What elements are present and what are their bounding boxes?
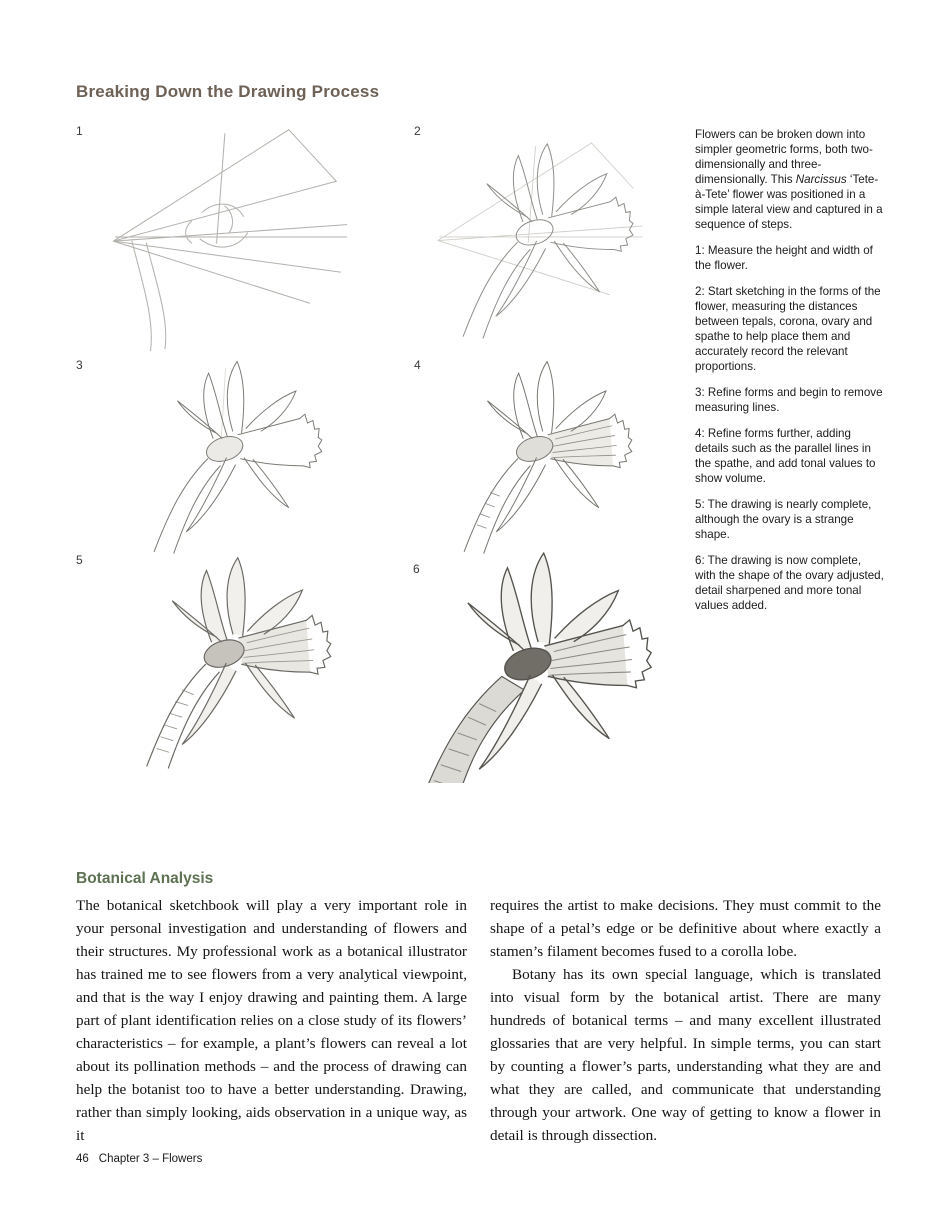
body-text-left-column: The botanical sketchbook will play a ver… bbox=[76, 894, 467, 1147]
caption-intro: Flowers can be broken down into simpler … bbox=[695, 127, 884, 232]
body-text-columns: The botanical sketchbook will play a ver… bbox=[76, 894, 881, 1147]
narcissus-refined-sketch-3 bbox=[153, 360, 323, 554]
caption-species-name: Narcissus bbox=[795, 173, 847, 186]
narcissus-final-sketch-6 bbox=[428, 551, 653, 783]
chapter-label: Chapter 3 – Flowers bbox=[98, 1153, 203, 1165]
page-number: 46 bbox=[76, 1153, 89, 1165]
figure-number-1: 1 bbox=[76, 124, 83, 138]
caption-step-6: 6: The drawing is now complete, with the… bbox=[695, 554, 884, 612]
caption-step-5: 5: The drawing is nearly complete, altho… bbox=[695, 498, 872, 541]
botanical-analysis-section: Botanical Analysis The botanical sketchb… bbox=[76, 870, 881, 1147]
caption-step-4: 4: Refine forms further, adding details … bbox=[695, 427, 876, 485]
sketch-step-2: 2 bbox=[400, 116, 680, 356]
sketch-step-5: 5 bbox=[70, 545, 390, 770]
narcissus-shaded-sketch-5 bbox=[146, 556, 332, 769]
narcissus-construction-sketch-1 bbox=[112, 129, 348, 352]
caption-intro-part2: ‘Tete-à-Tete’ flower was positioned in a… bbox=[695, 173, 883, 231]
body-paragraph: Botany has its own special language, whi… bbox=[490, 966, 881, 1144]
figure-number-4: 4 bbox=[414, 358, 421, 372]
figure-caption-column: Flowers can be broken down into simpler … bbox=[695, 127, 884, 624]
narcissus-toned-sketch-4 bbox=[463, 360, 633, 554]
sketch-step-1: 1 bbox=[70, 116, 390, 356]
sketch-step-6: 6 bbox=[375, 528, 680, 783]
figure-number-6: 6 bbox=[413, 562, 420, 576]
narcissus-construction-sketch-2 bbox=[437, 142, 643, 339]
body-text-right-column: requires the artist to make decisions. T… bbox=[490, 894, 881, 1147]
figure-number-2: 2 bbox=[414, 124, 421, 138]
caption-step-1: 1: Measure the height and width of the f… bbox=[695, 244, 873, 272]
caption-step-2: 2: Start sketching in the forms of the f… bbox=[695, 285, 881, 373]
figure-number-5: 5 bbox=[76, 553, 83, 567]
section-title-botanical-analysis: Botanical Analysis bbox=[76, 870, 214, 887]
section-title-drawing-process: Breaking Down the Drawing Process bbox=[76, 82, 380, 101]
page-footer: 46 Chapter 3 – Flowers bbox=[76, 1153, 202, 1165]
sketch-step-4: 4 bbox=[400, 350, 680, 555]
caption-intro-part1: Flowers can be broken down into simpler … bbox=[695, 128, 873, 186]
body-paragraph: requires the artist to make decisions. T… bbox=[490, 897, 881, 960]
figure-number-3: 3 bbox=[76, 358, 83, 372]
caption-step-3: 3: Refine forms and begin to remove meas… bbox=[695, 386, 883, 414]
body-paragraph: The botanical sketchbook will play a ver… bbox=[76, 897, 467, 1144]
sketch-step-3: 3 bbox=[70, 350, 390, 555]
